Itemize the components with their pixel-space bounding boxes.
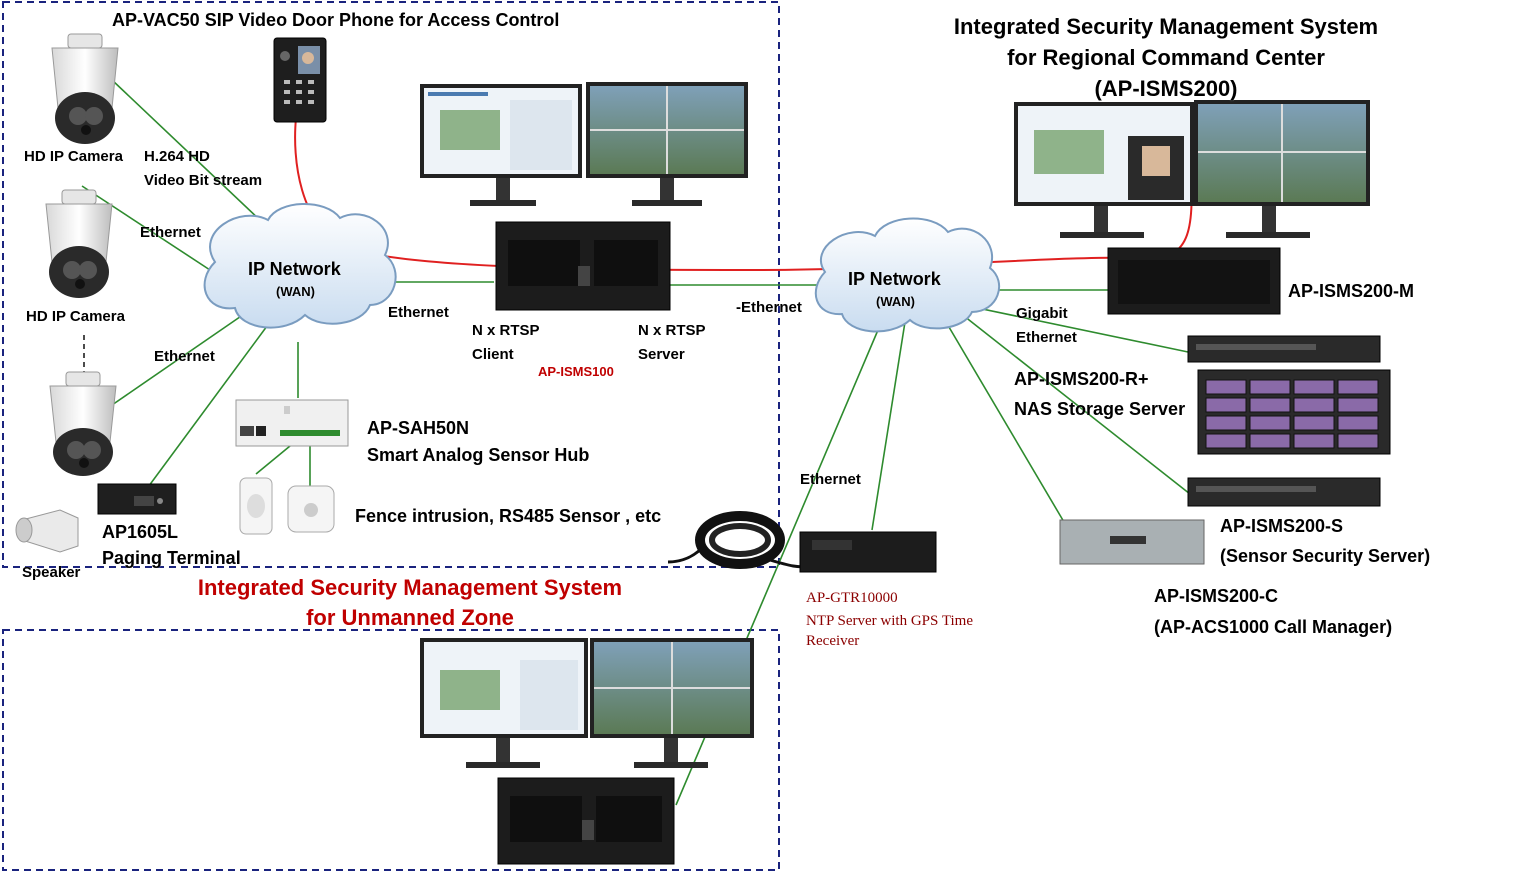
ap1605l-label: AP1605L bbox=[102, 522, 179, 542]
gigabit-label-line1: Gigabit bbox=[1016, 305, 1068, 322]
server-isms100 bbox=[495, 221, 671, 311]
rtsp-client-line2: Client bbox=[472, 346, 514, 363]
regional-title-line1: Integrated Security Management System bbox=[953, 14, 1379, 39]
round-sensor bbox=[287, 485, 335, 533]
isms200m-label: AP-ISMS200-M bbox=[1288, 281, 1415, 301]
isms200c-label-line1: AP-ISMS200-C bbox=[1154, 586, 1279, 606]
gps-cable-coil bbox=[667, 511, 807, 569]
h264-label-line1: H.264 HD bbox=[144, 148, 210, 165]
unmanned-zone-title-line2: for Unmanned Zone bbox=[306, 605, 514, 630]
ip-network-left-label: IP Network bbox=[248, 259, 341, 279]
server-isms200r-1u bbox=[1187, 335, 1381, 363]
pir-sensor bbox=[239, 477, 273, 535]
hd-camera-2-label: HD IP Camera bbox=[26, 308, 125, 325]
isms200s-label-line2: (Sensor Security Server) bbox=[1220, 546, 1431, 566]
monitor-pair-bottom bbox=[420, 638, 754, 768]
isms200r-label-line1: AP-ISMS200-R+ bbox=[1014, 369, 1149, 389]
ethernet-label-5: Ethernet bbox=[800, 471, 861, 488]
ntp-server-device bbox=[799, 531, 937, 573]
ethernet-label-2: Ethernet bbox=[154, 348, 215, 365]
ptz-camera-1 bbox=[51, 33, 119, 144]
ethernet-label-4: -Ethernet bbox=[736, 299, 802, 316]
call-manager-device bbox=[1059, 519, 1205, 565]
isms200c-label-line2: (AP-ACS1000 Call Manager) bbox=[1154, 617, 1393, 637]
isms100-label: AP-ISMS100 bbox=[538, 364, 614, 379]
ptz-camera-2 bbox=[45, 189, 113, 298]
nas-storage-device bbox=[1197, 369, 1391, 455]
horn-speaker bbox=[15, 509, 79, 553]
door-phone-device bbox=[273, 37, 327, 123]
regional-title-line2: for Regional Command Center bbox=[1007, 45, 1325, 70]
gtr-label-line3: Receiver bbox=[806, 633, 860, 649]
sah50n-label: AP-SAH50N bbox=[367, 418, 470, 438]
left-links bbox=[81, 79, 494, 499]
server-isms200m bbox=[1107, 247, 1281, 315]
paging-terminal-device bbox=[97, 483, 177, 515]
ptz-camera-3 bbox=[49, 371, 117, 476]
sah50n-desc-label: Smart Analog Sensor Hub bbox=[367, 445, 590, 465]
lower-zone-border bbox=[2, 629, 780, 871]
h264-label-line2: Video Bit stream bbox=[144, 172, 263, 189]
server-bottom bbox=[497, 777, 675, 865]
ip-network-right-label: IP Network bbox=[848, 269, 941, 289]
ip-network-cloud-right bbox=[814, 217, 1001, 333]
paging-terminal-label: Paging Terminal bbox=[102, 548, 241, 568]
vac50-label: AP-VAC50 SIP Video Door Phone for Access… bbox=[112, 10, 560, 30]
ethernet-label-3: Ethernet bbox=[388, 304, 449, 321]
wan-left-label: (WAN) bbox=[276, 284, 315, 299]
rtsp-server-line2: Server bbox=[638, 346, 685, 363]
rtsp-server-line1: N x RTSP bbox=[638, 322, 706, 339]
unmanned-zone-title-line1: Integrated Security Management System bbox=[197, 575, 623, 600]
fence-sensor-label: Fence intrusion, RS485 Sensor , etc bbox=[355, 506, 662, 526]
monitor-pair-top bbox=[420, 82, 748, 206]
monitor-pair-right bbox=[1014, 100, 1370, 238]
gtr-label-line2: NTP Server with GPS Time bbox=[806, 613, 973, 629]
gtr-label-line1: AP-GTR10000 bbox=[806, 590, 898, 606]
speaker-label: Speaker bbox=[22, 564, 81, 581]
gigabit-label-line2: Ethernet bbox=[1016, 329, 1077, 346]
wan-right-label: (WAN) bbox=[876, 294, 915, 309]
regional-title-line3: (AP-ISMS200) bbox=[1094, 76, 1238, 101]
ethernet-label-1: Ethernet bbox=[140, 224, 201, 241]
server-isms200s bbox=[1187, 477, 1381, 507]
isms200s-label-line1: AP-ISMS200-S bbox=[1220, 516, 1344, 536]
ip-network-cloud-left bbox=[203, 203, 397, 329]
isms200r-label-line2: NAS Storage Server bbox=[1014, 399, 1186, 419]
rtsp-client-line1: N x RTSP bbox=[472, 322, 540, 339]
hd-camera-1-label: HD IP Camera bbox=[24, 148, 123, 165]
sensor-hub-device bbox=[235, 399, 349, 447]
